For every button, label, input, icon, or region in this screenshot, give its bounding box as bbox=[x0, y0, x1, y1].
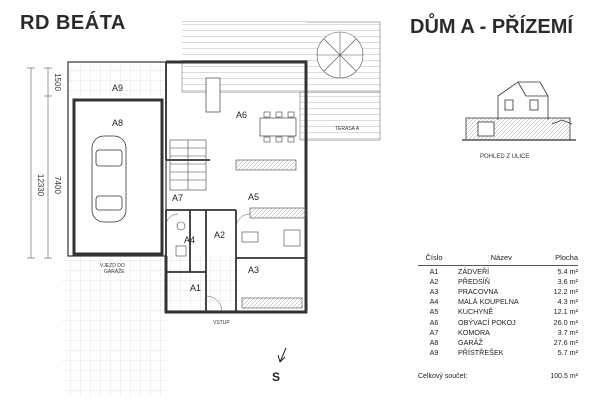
sofa bbox=[205, 77, 221, 113]
terrace-label: TERASA A bbox=[335, 126, 360, 132]
kitchen-shelf bbox=[235, 159, 297, 171]
legend-header-area: Plocha bbox=[544, 253, 578, 266]
dimension-12330: 12330 bbox=[36, 174, 45, 197]
room-label-a1: A1 bbox=[190, 283, 201, 293]
car-icon bbox=[91, 135, 127, 223]
legend-header-name: Název bbox=[450, 253, 545, 266]
driveway-label-line2: GARÁŽE bbox=[104, 267, 125, 275]
room-label-a6: A6 bbox=[236, 110, 247, 120]
armchair bbox=[283, 229, 301, 247]
street-elevation-drawing bbox=[462, 81, 576, 141]
kitchen-counter bbox=[249, 207, 307, 219]
total-label: Celkový součet: bbox=[418, 373, 468, 380]
dining-table bbox=[259, 117, 297, 137]
legend-header-number: Číslo bbox=[418, 253, 450, 266]
driveway-label-line1: VJEZD DO bbox=[100, 263, 125, 269]
carport-paving bbox=[68, 62, 166, 96]
room-label-a2: A2 bbox=[214, 230, 225, 240]
toilet-icon bbox=[175, 245, 187, 257]
dimension-7400: 7400 bbox=[53, 176, 62, 194]
study-shelf bbox=[241, 297, 303, 309]
room-label-a7: A7 bbox=[172, 193, 183, 203]
total-value: 100.5 m² bbox=[550, 373, 578, 380]
room-label-a4: A4 bbox=[184, 235, 195, 245]
dining-chairs bbox=[263, 111, 295, 143]
room-label-a3: A3 bbox=[248, 265, 259, 275]
staircase bbox=[169, 139, 207, 191]
left-dimension-line bbox=[27, 67, 52, 259]
north-letter: S bbox=[272, 370, 281, 384]
elevation-caption: POHLED Z ULICE bbox=[480, 154, 530, 160]
floor-title: DŮM A - PŘÍZEMÍ bbox=[410, 16, 573, 38]
door-swings bbox=[165, 213, 251, 313]
dimension-1500: 1500 bbox=[53, 73, 62, 91]
north-arrow-icon bbox=[277, 347, 287, 363]
room-label-a5: A5 bbox=[248, 192, 259, 202]
house-name-title: RD BEÁTA bbox=[20, 12, 126, 34]
legend-total-row: Celkový součet: 100.5 m² bbox=[418, 373, 578, 380]
sink-icon bbox=[176, 221, 186, 231]
room-label-a9: A9 bbox=[112, 83, 123, 93]
entry-label: VSTUP bbox=[213, 320, 230, 326]
room-label-a8: A8 bbox=[112, 118, 123, 128]
desk bbox=[241, 231, 259, 243]
umbrella-icon bbox=[316, 31, 364, 79]
